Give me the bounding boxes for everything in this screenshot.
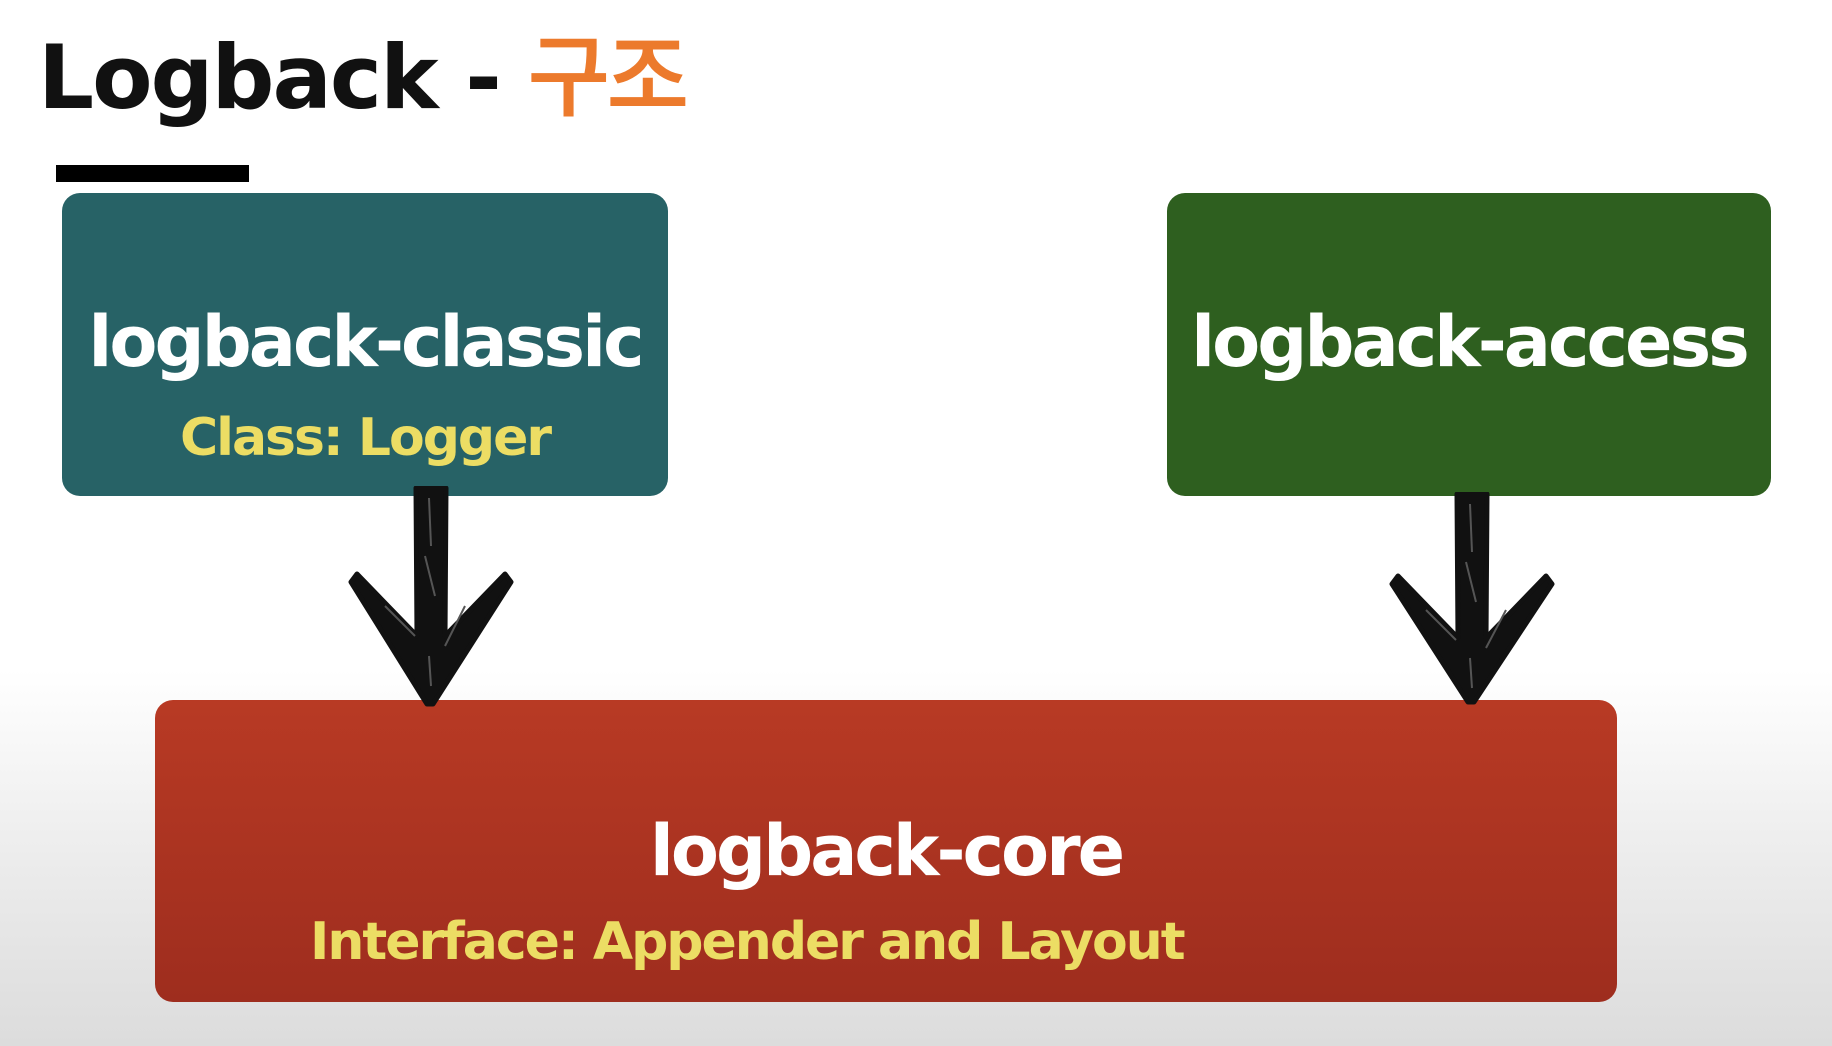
- title-main: Logback: [38, 26, 439, 129]
- slide-title: Logback - 구조: [38, 18, 688, 138]
- arrow-access-to-core-icon: [1389, 492, 1555, 705]
- logback-access-box: logback-access: [1167, 193, 1771, 496]
- logback-classic-class-label: Class: Logger: [179, 408, 552, 468]
- logback-core-label: logback-core: [649, 810, 1125, 892]
- logback-core-interface-label: Interface: Appender and Layout: [310, 912, 1186, 972]
- arrow-classic-to-core-icon: [348, 486, 514, 707]
- logback-core-box: logback-core Interface: Appender and Lay…: [155, 700, 1617, 1002]
- title-accent: 구조: [528, 26, 688, 129]
- logback-classic-label: logback-classic: [88, 301, 644, 383]
- title-underline: [56, 165, 249, 182]
- title-separator: -: [436, 26, 529, 129]
- logback-classic-box: logback-classic Class: Logger: [62, 193, 668, 496]
- logback-access-label: logback-access: [1191, 301, 1750, 383]
